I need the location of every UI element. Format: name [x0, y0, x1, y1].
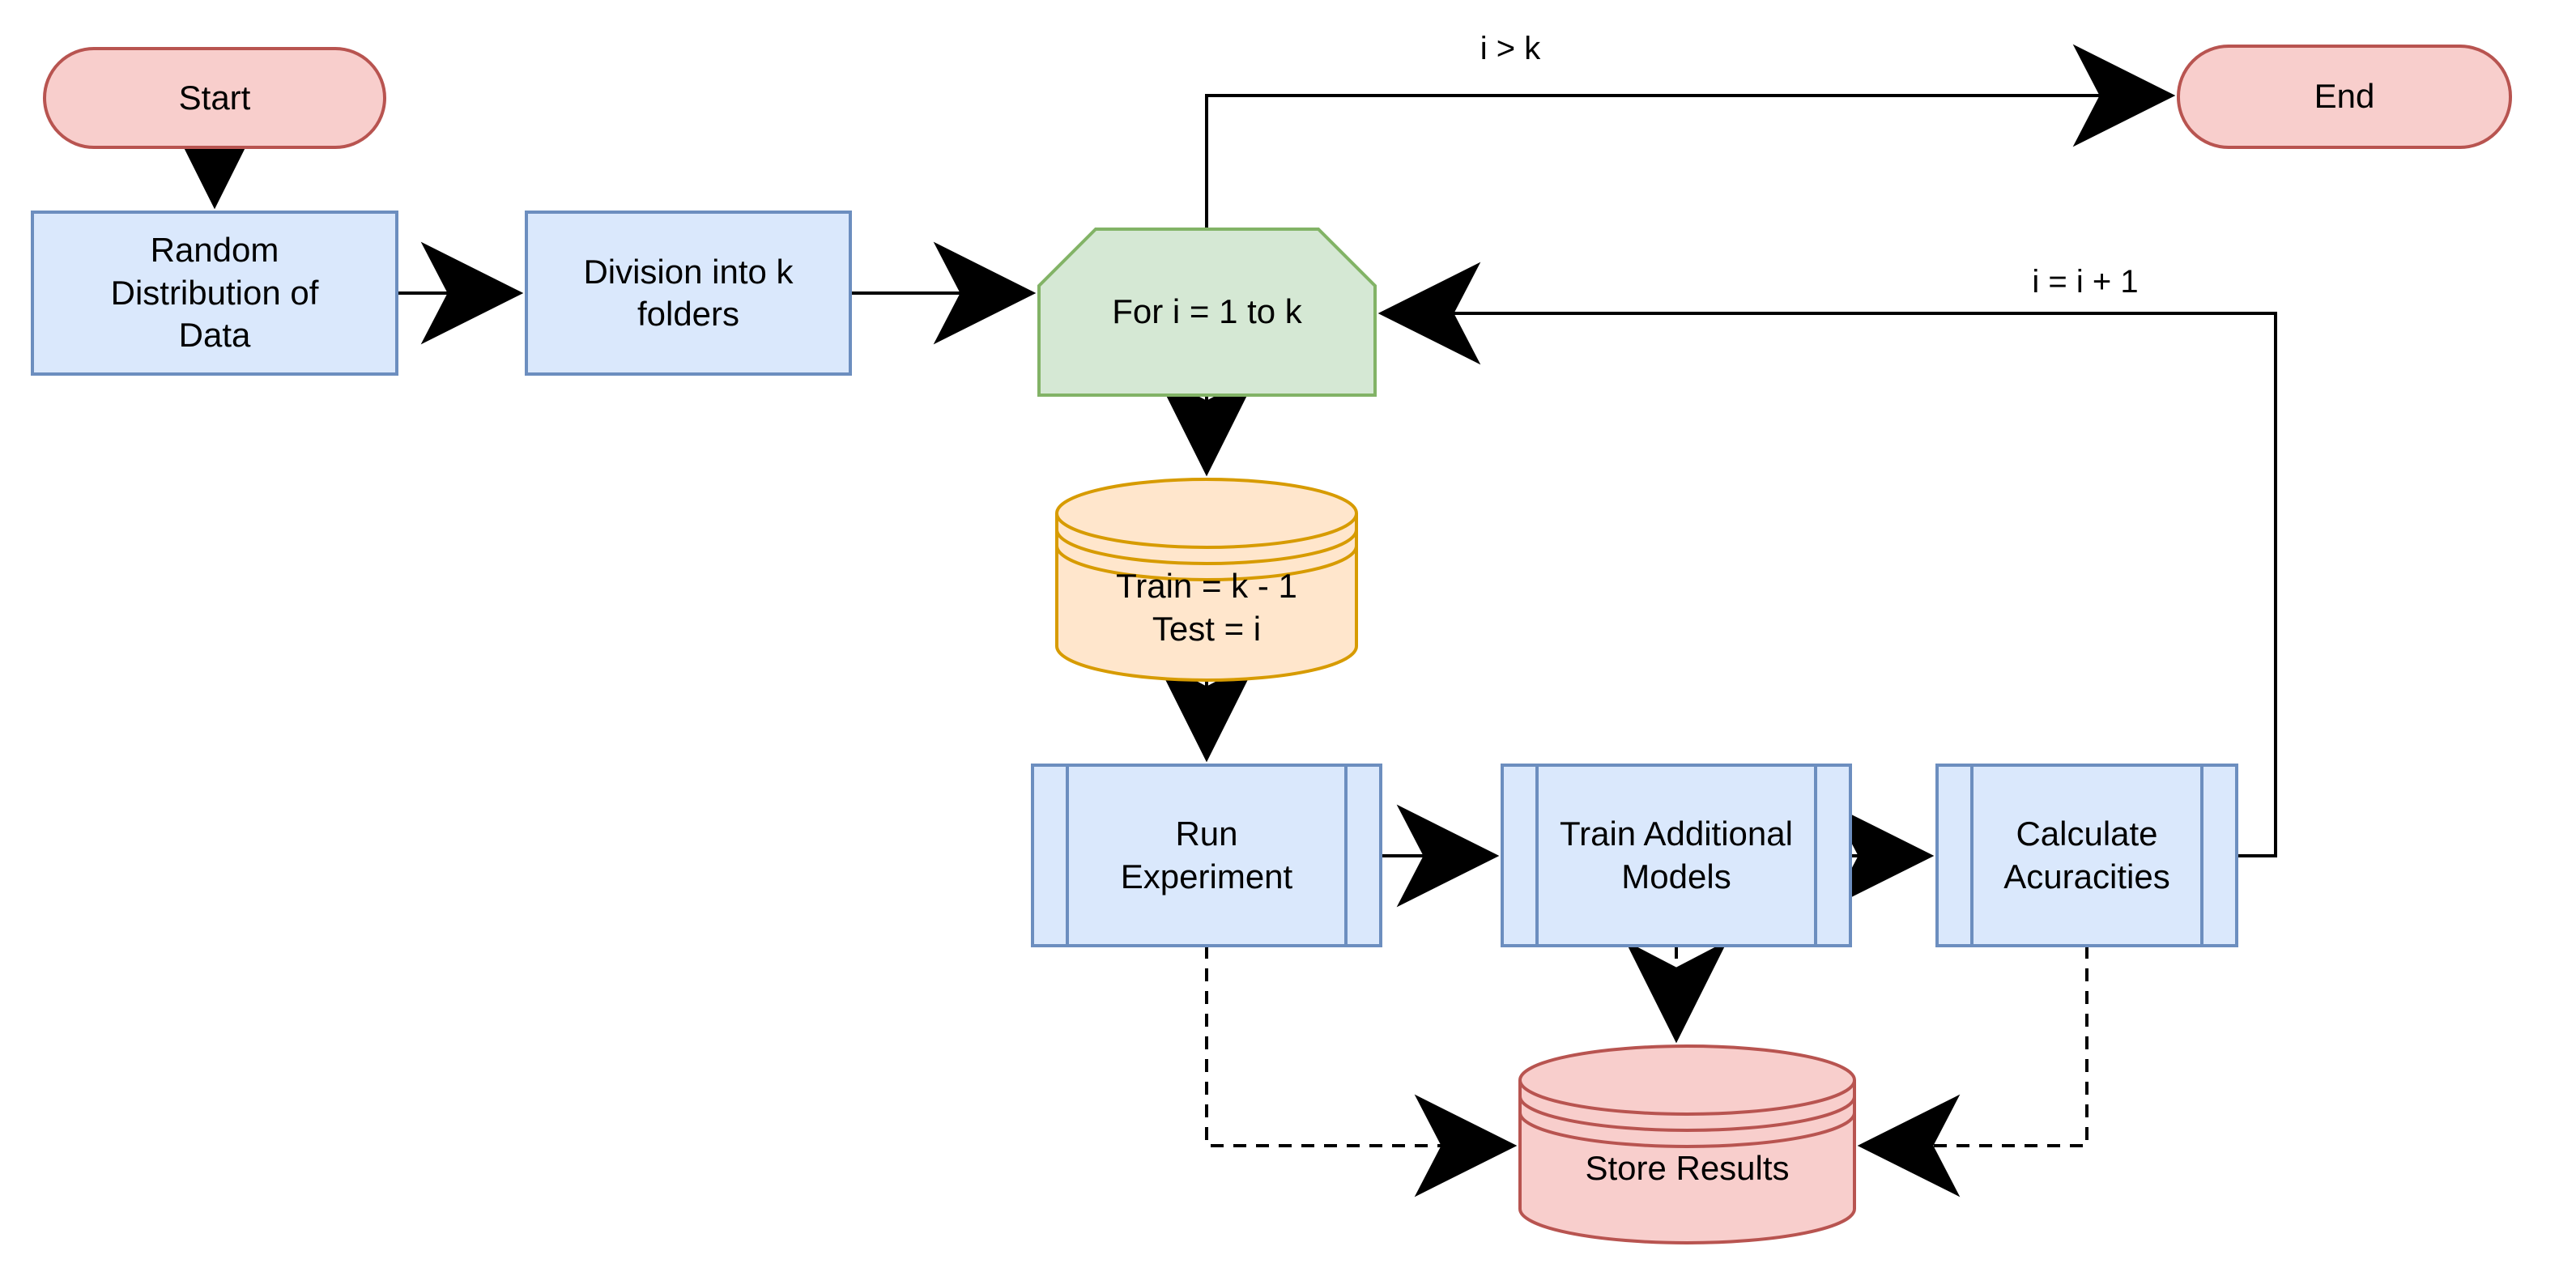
node-run-experiment-shape	[1031, 764, 1382, 947]
node-start-shape	[43, 47, 386, 149]
node-random-distribution-shape	[31, 211, 398, 376]
node-division-shape	[525, 211, 852, 376]
edge-calculate-to-loop-feedback	[1377, 262, 2277, 857]
edge-run-to-store-dashed	[1205, 946, 1518, 1198]
node-end-shape	[2177, 45, 2512, 149]
edge-calculate-to-store-dashed	[1857, 946, 2088, 1198]
node-calculate-shape	[1935, 764, 2238, 947]
node-train-test-shape	[1055, 478, 1358, 682]
node-train-additional-shape	[1501, 764, 1852, 947]
edge-loop-to-end	[1205, 44, 2176, 229]
node-loop-shape	[1037, 228, 1377, 397]
node-store-results-shape	[1518, 1044, 1856, 1244]
